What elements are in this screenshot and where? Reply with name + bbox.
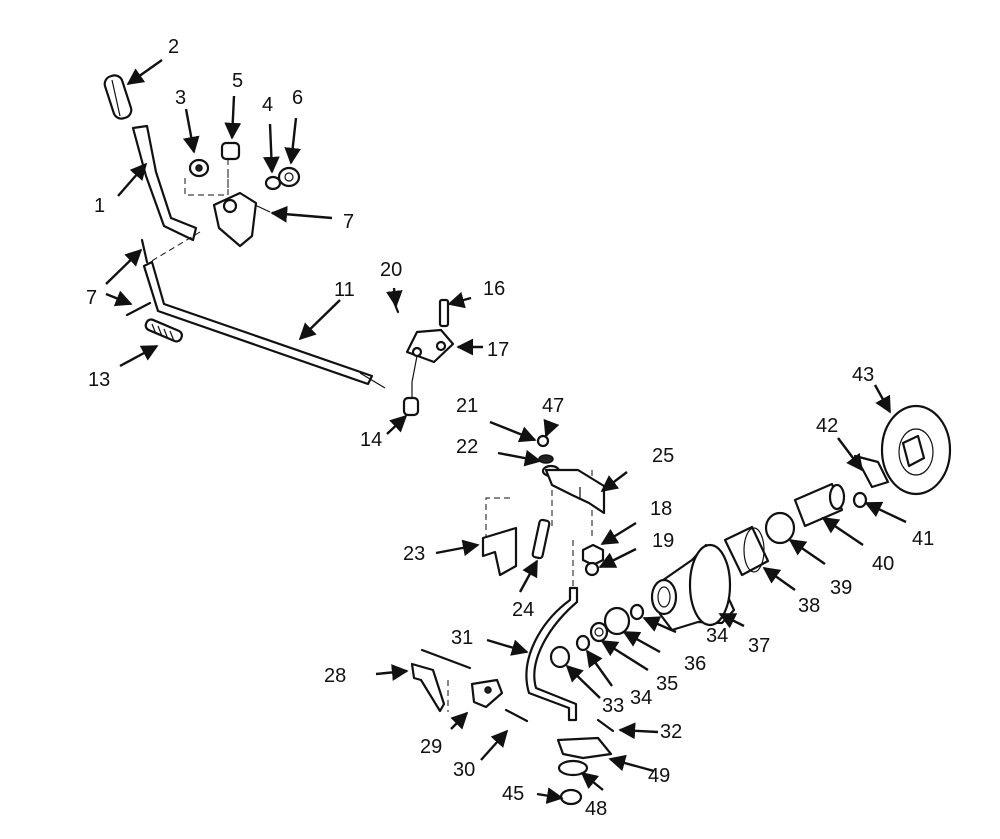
tension-spring bbox=[144, 318, 183, 343]
callout-13: 13 bbox=[88, 369, 110, 391]
washer bbox=[589, 621, 609, 643]
lever-hardware bbox=[188, 141, 301, 191]
callout-28: 28 bbox=[324, 665, 346, 687]
callout-3: 3 bbox=[175, 87, 186, 109]
callout-23: 23 bbox=[403, 543, 425, 565]
cotter-pin bbox=[596, 718, 615, 733]
callout-labels: 1 2 3 4 5 6 7 7 11 13 14 16 17 18 19 20 … bbox=[86, 36, 934, 820]
arm-bolt bbox=[531, 518, 551, 560]
lever-pivot-plate bbox=[212, 191, 258, 248]
callout-40: 40 bbox=[872, 553, 894, 575]
callout-20: 20 bbox=[380, 259, 402, 281]
clutch-hub bbox=[650, 543, 736, 632]
washer bbox=[575, 634, 591, 652]
control-lever bbox=[131, 124, 198, 242]
spacer-sleeve bbox=[793, 482, 846, 528]
cap-screw bbox=[852, 491, 868, 509]
callout-16: 16 bbox=[483, 278, 505, 300]
clevis-pin bbox=[504, 708, 529, 723]
callout-5: 5 bbox=[232, 70, 243, 92]
callout-21: 21 bbox=[456, 395, 478, 417]
callout-17: 17 bbox=[487, 339, 509, 361]
callout-38: 38 bbox=[798, 595, 820, 617]
callout-arrows bbox=[105, 59, 907, 804]
callout-11: 11 bbox=[334, 279, 355, 301]
flat-washer bbox=[584, 561, 600, 577]
pivot-bracket bbox=[405, 328, 455, 364]
callout-42: 42 bbox=[816, 415, 838, 437]
callout-7: 7 bbox=[343, 211, 354, 233]
callout-32: 32 bbox=[660, 721, 682, 743]
callout-34b: 34 bbox=[706, 625, 728, 647]
callout-48: 48 bbox=[585, 798, 607, 820]
rod-ferrule bbox=[402, 396, 420, 417]
return-spring bbox=[410, 662, 446, 713]
bushing bbox=[549, 645, 571, 669]
callout-22: 22 bbox=[456, 436, 478, 458]
needle-bearing bbox=[723, 525, 770, 577]
callout-49: 49 bbox=[648, 765, 670, 787]
handle-grip bbox=[103, 74, 133, 120]
parts-layer bbox=[103, 74, 952, 806]
callout-36: 36 bbox=[684, 653, 706, 675]
rod-bracket bbox=[556, 736, 613, 760]
washer bbox=[629, 603, 645, 621]
callout-14: 14 bbox=[360, 429, 382, 451]
bracket-bolt bbox=[438, 298, 450, 328]
cotter-pin bbox=[125, 301, 152, 317]
callout-24: 24 bbox=[512, 599, 534, 621]
callout-33: 33 bbox=[602, 695, 624, 717]
callout-35: 35 bbox=[656, 673, 678, 695]
callout-41: 41 bbox=[912, 528, 934, 550]
callout-45: 45 bbox=[502, 783, 524, 805]
nut bbox=[559, 788, 583, 806]
callout-2: 2 bbox=[168, 36, 179, 58]
callout-4: 4 bbox=[262, 94, 273, 116]
callout-30: 30 bbox=[453, 759, 475, 781]
callout-29: 29 bbox=[420, 736, 442, 758]
callout-39: 39 bbox=[830, 577, 852, 599]
callout-6: 6 bbox=[292, 87, 303, 109]
callout-47: 47 bbox=[542, 395, 564, 417]
brake-rod bbox=[525, 586, 579, 722]
washer bbox=[557, 759, 589, 777]
cotter-pin bbox=[140, 238, 149, 264]
callout-31: 31 bbox=[451, 627, 473, 649]
pulley bbox=[880, 404, 952, 496]
bearing bbox=[603, 606, 631, 636]
callout-25: 25 bbox=[652, 445, 674, 467]
callout-18: 18 bbox=[650, 498, 672, 520]
brake-arm bbox=[481, 526, 518, 577]
callout-34: 34 bbox=[630, 687, 652, 709]
snap-ring bbox=[764, 511, 796, 545]
callout-7b: 7 bbox=[86, 287, 97, 309]
mounting-bracket bbox=[544, 468, 606, 515]
callout-37: 37 bbox=[748, 635, 770, 657]
callout-43: 43 bbox=[852, 364, 874, 386]
callout-1: 1 bbox=[94, 195, 105, 217]
control-rod bbox=[142, 260, 374, 386]
callout-19: 19 bbox=[652, 530, 674, 552]
